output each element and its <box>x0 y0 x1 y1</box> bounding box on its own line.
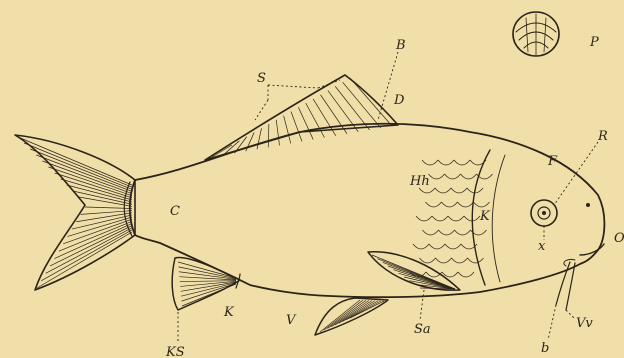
label-Sa: Sa <box>414 322 431 337</box>
tail-ray <box>85 207 132 209</box>
tail-ray <box>30 149 132 189</box>
scale <box>454 160 470 165</box>
tail-ray <box>68 217 132 236</box>
fish-body <box>124 124 604 297</box>
eye <box>531 200 557 226</box>
scale <box>442 202 458 207</box>
label-x: x <box>538 239 546 254</box>
anal-fin <box>172 257 240 310</box>
label-O: O <box>614 231 624 246</box>
scale <box>432 216 448 221</box>
scale <box>458 272 474 277</box>
scale <box>468 258 484 263</box>
scale <box>429 244 445 249</box>
ventral-ray <box>328 300 367 328</box>
label-C: C <box>170 204 180 219</box>
scale <box>438 160 454 165</box>
dorsal-fin <box>205 75 398 160</box>
label-Vv: Vv <box>576 316 593 331</box>
scale <box>435 188 451 193</box>
scale-detail-inset <box>513 12 559 56</box>
ventral-ray <box>324 300 363 330</box>
label-F: F <box>547 154 558 169</box>
scale <box>423 230 439 235</box>
dorsal-ray <box>291 112 302 142</box>
caudal-fin <box>15 135 135 290</box>
scale <box>474 202 490 207</box>
dorsal-ray <box>350 78 392 126</box>
scale <box>458 202 474 207</box>
scale <box>416 216 432 221</box>
label-S: S <box>257 71 266 86</box>
scale <box>445 174 461 179</box>
dorsal-ray <box>268 124 269 147</box>
ventral-fin <box>315 298 388 335</box>
scale <box>455 230 471 235</box>
tail-ray <box>18 137 132 185</box>
nostril <box>586 203 590 207</box>
dorsal-ray <box>257 128 262 149</box>
scale <box>420 258 436 263</box>
label-R: R <box>597 129 608 144</box>
scale <box>426 202 442 207</box>
label-V: V <box>286 313 297 328</box>
scale <box>448 216 464 221</box>
leader-lines <box>178 52 598 342</box>
label-D: D <box>393 93 405 108</box>
dorsal-ray <box>284 116 291 144</box>
ventral-ray <box>343 301 379 322</box>
scale <box>436 258 452 263</box>
scale <box>429 174 445 179</box>
label-B: B <box>395 38 406 53</box>
scale <box>413 244 429 249</box>
label-K-head: K <box>479 209 491 224</box>
dorsal-ray <box>306 103 325 138</box>
label-Hh: Hh <box>409 174 430 189</box>
scale <box>452 258 468 263</box>
dorsal-ray <box>276 120 279 146</box>
scale <box>461 174 477 179</box>
anal-ray <box>181 283 236 297</box>
label-K-belly: K <box>223 305 235 320</box>
anal-ray <box>182 284 236 306</box>
anal-ray <box>180 281 236 282</box>
pectoral-fin <box>368 252 460 290</box>
scale <box>451 188 467 193</box>
label-P: P <box>589 35 599 50</box>
tail-ray <box>41 230 132 281</box>
label-KS: KS <box>165 345 185 358</box>
anal-ray <box>180 281 236 286</box>
tail-ray <box>72 215 132 229</box>
scale <box>445 244 461 249</box>
anal-ray <box>182 283 236 301</box>
scale <box>422 160 438 165</box>
label-b: b <box>541 341 549 356</box>
scale <box>439 230 455 235</box>
